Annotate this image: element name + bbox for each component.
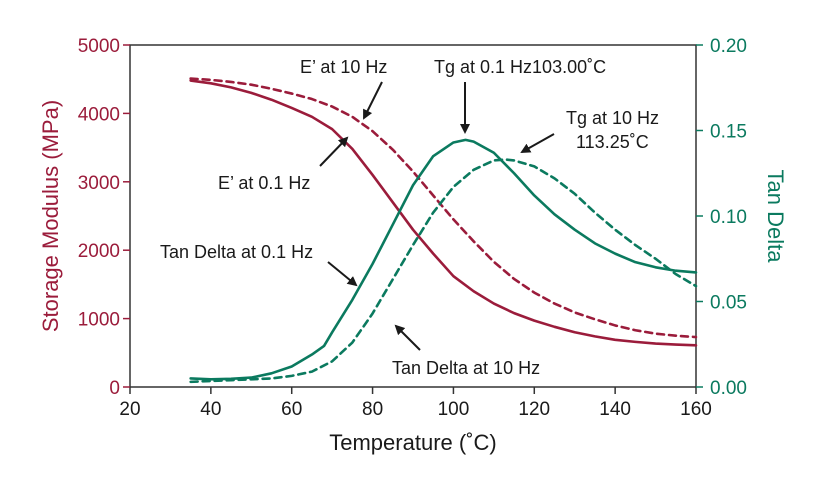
series-line-e01 (189, 79, 698, 347)
annotation-tan-delta-10hz: Tan Delta at 10 Hz (392, 358, 540, 378)
y-left-tick-label: 0 (109, 378, 120, 399)
arrow-tan-delta-0-1hz (327, 261, 358, 287)
arrow-e-0-1hz (319, 136, 349, 167)
y-right-tick-label: 0.20 (710, 36, 747, 57)
annotations: E’ at 10 Hz E’ at 0.1 Hz Tg at 0.1 Hz103… (160, 57, 659, 378)
annotation-e-10hz: E’ at 10 Hz (300, 57, 387, 77)
x-tick-label: 20 (119, 399, 140, 420)
y-right-tick-label: 0.05 (710, 293, 747, 314)
x-axis-title: Temperature (˚C) (329, 430, 496, 455)
x-tick-label: 80 (362, 399, 383, 420)
annotation-tg-0-1hz: Tg at 0.1 Hz103.00˚C (434, 57, 606, 77)
x-tick-label: 40 (200, 399, 221, 420)
y-right-tick-label: 0.15 (710, 122, 747, 143)
series-line-e10 (189, 77, 698, 339)
y-left-tick-label: 5000 (78, 36, 120, 57)
x-tick-label: 60 (281, 399, 302, 420)
y-left-tick-label: 3000 (78, 173, 120, 194)
annotation-tg-10hz-line2: 113.25˚C (576, 132, 649, 152)
right-axis-title: Tan Delta (763, 170, 788, 264)
x-tick-label: 160 (680, 399, 712, 420)
y-left-tick-label: 1000 (78, 310, 120, 331)
x-tick-label: 140 (599, 399, 631, 420)
annotation-tg-10hz-line1: Tg at 10 Hz (566, 108, 659, 128)
arrow-tg-10hz (520, 133, 555, 153)
y-right-tick-label: 0.00 (710, 378, 747, 399)
ticks-layer: 20 40 60 80 100 120 140 160 0 1000 2000 3000 4000 500… (78, 36, 747, 420)
annotation-tan-delta-0-1hz: Tan Delta at 0.1 Hz (160, 242, 313, 262)
y-left-tick-label: 4000 (78, 104, 120, 125)
x-tick-label: 100 (438, 399, 470, 420)
series-line-td10 (189, 158, 698, 384)
series-line-td01 (189, 138, 698, 381)
left-axis-title: Storage Modulus (MPa) (38, 100, 63, 332)
annotation-e-0-1hz: E’ at 0.1 Hz (218, 173, 310, 193)
plot-frame (129, 44, 697, 388)
series-layer (189, 77, 698, 384)
arrow-tan-delta-10hz (394, 324, 421, 351)
x-tick-label: 120 (518, 399, 550, 420)
arrow-e-10hz (363, 81, 383, 120)
y-right-tick-label: 0.10 (710, 207, 747, 228)
y-left-tick-label: 2000 (78, 241, 120, 262)
